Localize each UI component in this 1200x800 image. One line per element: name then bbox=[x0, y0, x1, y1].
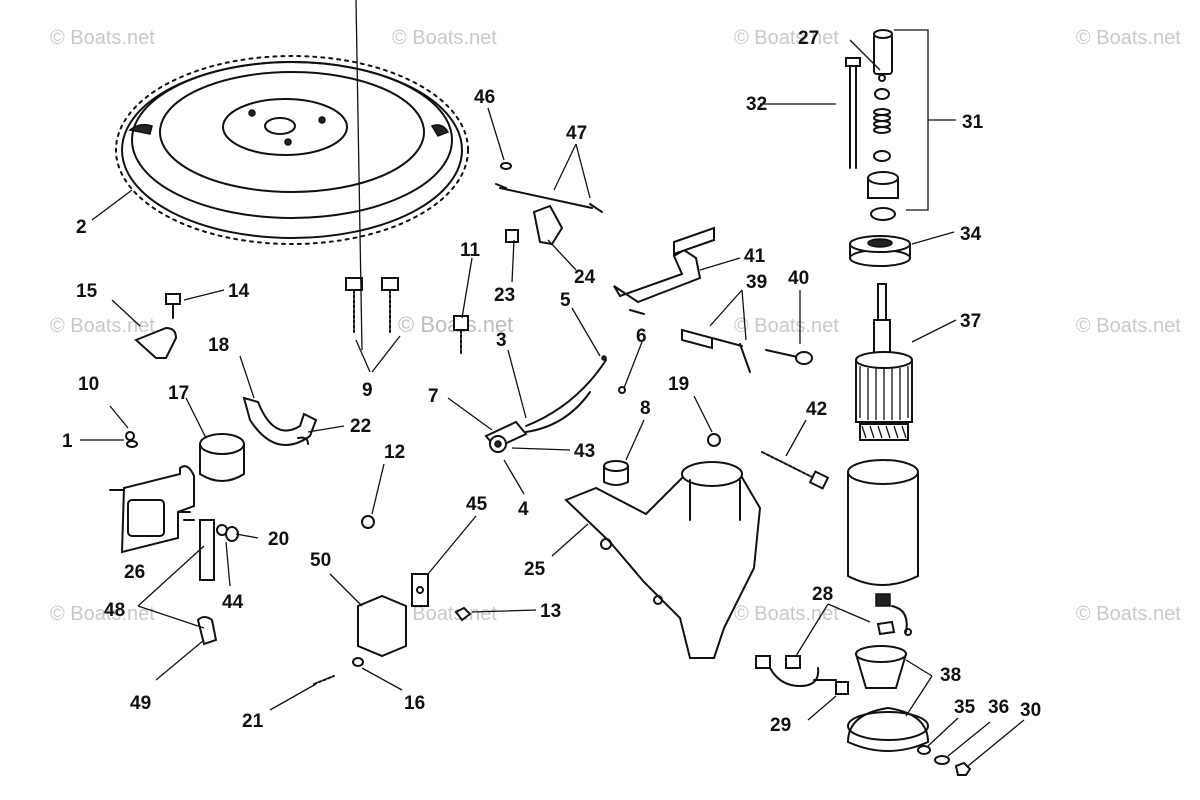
watermark-12: © Boats.net bbox=[1076, 603, 1181, 625]
callout-11: 11 bbox=[460, 240, 481, 261]
parts-20-44-48-49-fittings bbox=[196, 519, 239, 646]
callout-14: 14 bbox=[228, 281, 250, 302]
part-28-brushes bbox=[755, 593, 912, 687]
part-34-drive-end-cap bbox=[849, 235, 911, 267]
part-14-15-clamp-screw bbox=[134, 293, 181, 359]
callout-17: 17 bbox=[168, 383, 189, 404]
callout-41: 41 bbox=[744, 246, 766, 267]
part-9-bolts bbox=[345, 277, 399, 333]
callout-12: 12 bbox=[384, 442, 405, 463]
callout-22: 22 bbox=[350, 416, 371, 437]
part-12-nut bbox=[361, 515, 375, 529]
part-41-39-40-throttle-arm bbox=[613, 226, 813, 373]
callout-7: 7 bbox=[428, 386, 439, 407]
callout-labels: 1 2 3 4 5 6 7 8 9 10 11 12 13 14 15 16 1… bbox=[62, 28, 1041, 736]
watermark-9: © Boats.net bbox=[50, 603, 155, 625]
part-29-clip bbox=[835, 681, 849, 695]
callout-21: 21 bbox=[242, 711, 264, 732]
callout-15: 15 bbox=[76, 281, 98, 302]
callout-34: 34 bbox=[960, 224, 982, 245]
callout-38: 38 bbox=[940, 665, 961, 686]
callout-26: 26 bbox=[124, 562, 145, 583]
watermark-11: © Boats.net bbox=[734, 603, 839, 625]
starter-frame bbox=[847, 459, 919, 586]
parts-35-36-30-washers-nut bbox=[917, 745, 972, 776]
callout-45: 45 bbox=[466, 494, 488, 515]
watermark-3: © Boats.net bbox=[734, 27, 839, 49]
callout-49: 49 bbox=[130, 693, 151, 714]
callout-23: 23 bbox=[494, 285, 515, 306]
part-31-drive-kit bbox=[867, 29, 899, 221]
watermark-7: © Boats.net bbox=[734, 315, 839, 337]
callout-46: 46 bbox=[474, 87, 495, 108]
callout-10: 10 bbox=[78, 374, 99, 395]
watermark-2: © Boats.net bbox=[392, 27, 497, 49]
callout-50: 50 bbox=[310, 550, 331, 571]
callout-42: 42 bbox=[806, 399, 827, 420]
callout-1: 1 bbox=[62, 431, 73, 452]
callout-13: 13 bbox=[540, 601, 561, 622]
callout-4: 4 bbox=[518, 499, 529, 520]
callout-47: 47 bbox=[566, 123, 587, 144]
callout-9: 9 bbox=[362, 380, 373, 401]
callout-20: 20 bbox=[268, 529, 289, 550]
part-25-bracket-casting bbox=[564, 461, 762, 659]
callout-24: 24 bbox=[574, 267, 596, 288]
callout-36: 36 bbox=[988, 697, 1009, 718]
part-37-armature bbox=[855, 283, 913, 441]
callout-37: 37 bbox=[960, 311, 981, 332]
part-8-19-spacers bbox=[603, 433, 721, 486]
part-2-flywheel bbox=[115, 55, 469, 245]
callout-27: 27 bbox=[798, 28, 819, 49]
callout-2: 2 bbox=[76, 217, 87, 238]
callout-48: 48 bbox=[104, 600, 125, 621]
part-38-brush-end-cap bbox=[846, 645, 930, 752]
callout-19: 19 bbox=[668, 374, 689, 395]
part-3-7-43-4-coupler bbox=[484, 355, 626, 453]
watermark-4: © Boats.net bbox=[1076, 27, 1181, 49]
part-47-46-link bbox=[495, 162, 603, 213]
callout-30: 30 bbox=[1020, 700, 1041, 721]
callout-31: 31 bbox=[962, 112, 984, 133]
part-42-long-bolt bbox=[761, 451, 830, 490]
watermark-5: © Boats.net bbox=[50, 315, 155, 337]
callout-18: 18 bbox=[208, 335, 229, 356]
callout-28: 28 bbox=[812, 584, 833, 605]
part-17-bushing bbox=[199, 433, 245, 482]
part-24-23-bracket bbox=[505, 204, 564, 246]
callout-3: 3 bbox=[496, 330, 507, 351]
callout-44: 44 bbox=[222, 592, 244, 613]
callout-5: 5 bbox=[560, 290, 571, 311]
callout-8: 8 bbox=[640, 398, 651, 419]
watermarks: © Boats.net © Boats.net © Boats.net © Bo… bbox=[50, 27, 1181, 625]
watermark-1: © Boats.net bbox=[50, 27, 155, 49]
callout-35: 35 bbox=[954, 697, 976, 718]
callout-32: 32 bbox=[746, 94, 767, 115]
callout-29: 29 bbox=[770, 715, 791, 736]
callout-6: 6 bbox=[636, 326, 647, 347]
callout-40: 40 bbox=[788, 268, 809, 289]
part-11-bolt bbox=[453, 315, 469, 355]
part-50-45-13-16-21-relay bbox=[313, 573, 472, 685]
leader-lines bbox=[80, 0, 1025, 767]
part-18-bracket bbox=[242, 396, 318, 446]
callout-39: 39 bbox=[746, 272, 767, 293]
part-32-thru-bolt bbox=[845, 57, 861, 169]
callout-16: 16 bbox=[404, 693, 425, 714]
callout-25: 25 bbox=[524, 559, 546, 580]
part-26-solenoid bbox=[109, 431, 195, 554]
callout-43: 43 bbox=[574, 441, 595, 462]
watermark-8: © Boats.net bbox=[1076, 315, 1181, 337]
watermark-10: © Boats.net bbox=[392, 603, 497, 625]
